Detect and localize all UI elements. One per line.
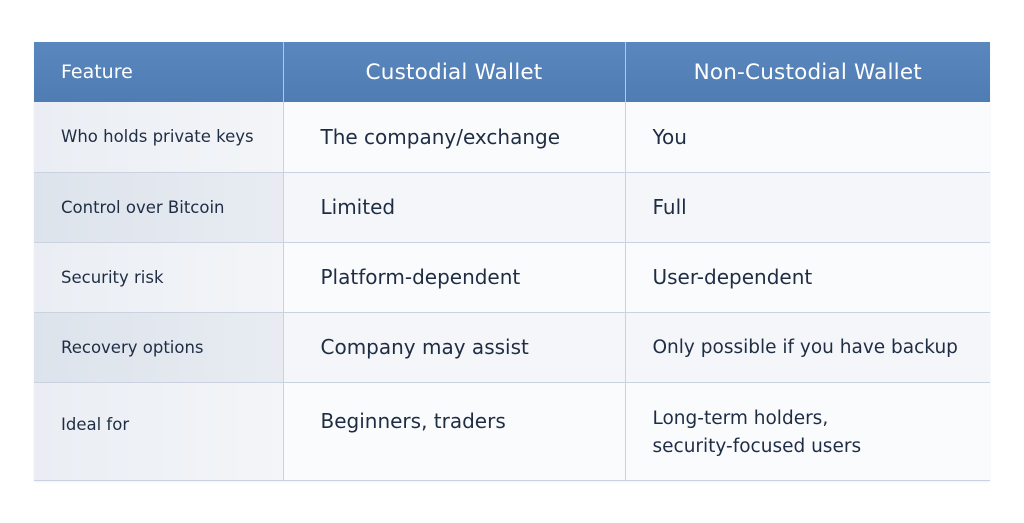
table-header: Feature Custodial Wallet Non-Custodial W… bbox=[34, 42, 990, 102]
non-custodial-cell: You bbox=[625, 102, 990, 173]
table-row: Who holds private keys The company/excha… bbox=[34, 102, 990, 173]
feature-cell: Security risk bbox=[34, 242, 284, 313]
table-row: Ideal for Beginners, traders Long-term h… bbox=[34, 382, 990, 481]
table-row: Recovery options Company may assist Only… bbox=[34, 312, 990, 383]
header-row: Feature Custodial Wallet Non-Custodial W… bbox=[34, 42, 990, 102]
custodial-cell: Limited bbox=[283, 172, 626, 243]
non-custodial-cell: User-dependent bbox=[625, 242, 990, 313]
header-custodial-wallet: Custodial Wallet bbox=[283, 42, 626, 102]
custodial-cell: The company/exchange bbox=[283, 102, 626, 173]
header-feature: Feature bbox=[34, 42, 284, 102]
non-custodial-cell-line: security-focused users bbox=[652, 435, 862, 457]
feature-cell: Ideal for bbox=[34, 382, 284, 481]
non-custodial-cell: Long-term holders, security-focused user… bbox=[625, 382, 990, 481]
non-custodial-cell: Only possible if you have backup bbox=[625, 312, 990, 383]
header-non-custodial-wallet: Non-Custodial Wallet bbox=[625, 42, 990, 102]
custodial-cell: Company may assist bbox=[283, 312, 626, 383]
wallet-comparison-table: Feature Custodial Wallet Non-Custodial W… bbox=[34, 42, 990, 481]
custodial-cell: Platform-dependent bbox=[283, 242, 626, 313]
custodial-cell: Beginners, traders bbox=[283, 382, 626, 481]
non-custodial-cell: Full bbox=[625, 172, 990, 243]
non-custodial-cell-line: Long-term holders, bbox=[652, 407, 829, 429]
feature-cell: Who holds private keys bbox=[34, 102, 284, 173]
table-row: Control over Bitcoin Limited Full bbox=[34, 172, 990, 243]
table-body: Who holds private keys The company/excha… bbox=[34, 102, 990, 481]
feature-cell: Recovery options bbox=[34, 312, 284, 383]
table-row: Security risk Platform-dependent User-de… bbox=[34, 242, 990, 313]
feature-cell: Control over Bitcoin bbox=[34, 172, 284, 243]
